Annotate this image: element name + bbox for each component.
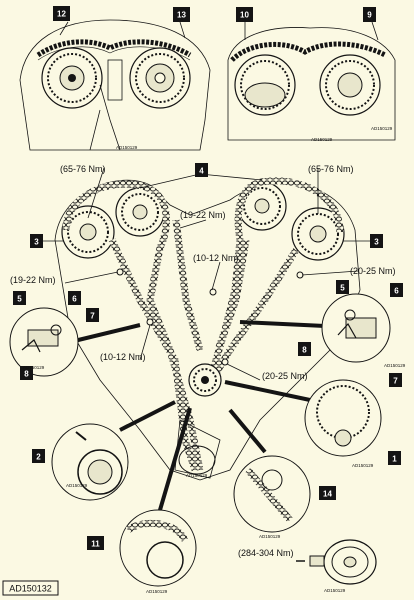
thin-leaders bbox=[42, 167, 372, 381]
callout-badges: 12 13 10 9 4 3 3 5 6 7 8 5 6 8 7 2 1 14 … bbox=[13, 6, 403, 550]
callout-7-left: 7 bbox=[86, 308, 99, 322]
svg-text:AD150129: AD150129 bbox=[116, 145, 138, 150]
detail-left-tensioner bbox=[9, 307, 79, 377]
callout-6-right: 6 bbox=[390, 283, 403, 297]
svg-text:11: 11 bbox=[91, 540, 100, 549]
svg-text:AD150129: AD150129 bbox=[311, 137, 333, 142]
svg-text:10: 10 bbox=[240, 11, 249, 20]
svg-text:AD150132: AD150132 bbox=[9, 584, 52, 594]
crank-pulley bbox=[296, 539, 377, 585]
callout-14: 14 bbox=[319, 486, 336, 500]
svg-text:AD150129: AD150129 bbox=[324, 588, 346, 593]
inset-top-right bbox=[227, 21, 396, 141]
torque-label: (284-304 Nm) bbox=[238, 548, 294, 558]
svg-text:AD150129: AD150129 bbox=[384, 363, 406, 368]
svg-text:6: 6 bbox=[72, 295, 77, 304]
svg-text:AD150129: AD150129 bbox=[23, 365, 45, 370]
callout-11: 11 bbox=[87, 536, 104, 550]
torque-label: (10-12 Nm) bbox=[100, 352, 146, 362]
torque-labels: (65-76 Nm) (65-76 Nm) (19-22 Nm) (10-12 … bbox=[10, 164, 396, 558]
svg-text:5: 5 bbox=[340, 284, 345, 293]
callout-8-left: 8 bbox=[20, 366, 33, 380]
svg-text:6: 6 bbox=[394, 287, 399, 296]
small-refs: AD150129 AD150129 AD150129 AD150129 AD15… bbox=[23, 126, 406, 594]
svg-text:AD150129: AD150129 bbox=[352, 463, 374, 468]
svg-text:AD150129: AD150129 bbox=[371, 126, 393, 131]
svg-text:2: 2 bbox=[36, 453, 41, 462]
torque-label: (19-22 Nm) bbox=[180, 210, 226, 220]
callout-6-left: 6 bbox=[68, 291, 81, 305]
svg-text:3: 3 bbox=[374, 238, 379, 247]
detail-oil-pump bbox=[119, 509, 197, 587]
svg-text:14: 14 bbox=[323, 490, 332, 499]
callout-8-right: 8 bbox=[298, 342, 311, 356]
inset-top-left bbox=[19, 19, 211, 151]
callout-7-right: 7 bbox=[389, 373, 402, 387]
svg-text:8: 8 bbox=[24, 370, 29, 379]
main-engine-view bbox=[54, 177, 361, 481]
svg-text:AD150129: AD150129 bbox=[146, 589, 168, 594]
torque-label: (65-76 Nm) bbox=[308, 164, 354, 174]
svg-text:AD150129: AD150129 bbox=[259, 534, 281, 539]
svg-text:7: 7 bbox=[90, 312, 95, 321]
svg-text:AD150129: AD150129 bbox=[186, 473, 208, 478]
callout-2: 2 bbox=[32, 449, 45, 463]
leader-lines bbox=[69, 320, 326, 511]
svg-text:3: 3 bbox=[34, 238, 39, 247]
callout-5-left: 5 bbox=[13, 291, 26, 305]
svg-text:13: 13 bbox=[177, 11, 186, 20]
callout-3-right: 3 bbox=[370, 234, 383, 248]
callout-4: 4 bbox=[195, 163, 208, 177]
callout-13: 13 bbox=[173, 7, 190, 22]
svg-text:8: 8 bbox=[302, 346, 307, 355]
torque-label: (20-25 Nm) bbox=[350, 266, 396, 276]
callout-12: 12 bbox=[53, 6, 70, 21]
svg-text:AD150129: AD150129 bbox=[66, 483, 88, 488]
callout-5-right: 5 bbox=[336, 280, 349, 294]
torque-label: (19-22 Nm) bbox=[10, 275, 56, 285]
callout-9: 9 bbox=[363, 7, 376, 22]
torque-label: (65-76 Nm) bbox=[60, 164, 106, 174]
torque-label: (10-12 Nm) bbox=[193, 253, 239, 263]
svg-text:9: 9 bbox=[367, 11, 372, 20]
svg-text:4: 4 bbox=[199, 167, 204, 176]
svg-text:1: 1 bbox=[392, 455, 397, 464]
detail-chain-guide bbox=[233, 455, 311, 533]
detail-crank-sprocket bbox=[304, 379, 382, 457]
callout-10: 10 bbox=[236, 7, 253, 22]
torque-label: (20-25 Nm) bbox=[262, 371, 308, 381]
figure-reference: AD150132 bbox=[2, 580, 59, 596]
callout-3-left: 3 bbox=[30, 234, 43, 248]
callout-1: 1 bbox=[388, 451, 401, 465]
detail-right-tensioner bbox=[321, 293, 391, 363]
detail-crank-timing bbox=[51, 423, 129, 501]
svg-text:5: 5 bbox=[17, 295, 22, 304]
svg-text:12: 12 bbox=[57, 10, 66, 19]
svg-text:7: 7 bbox=[393, 377, 398, 386]
